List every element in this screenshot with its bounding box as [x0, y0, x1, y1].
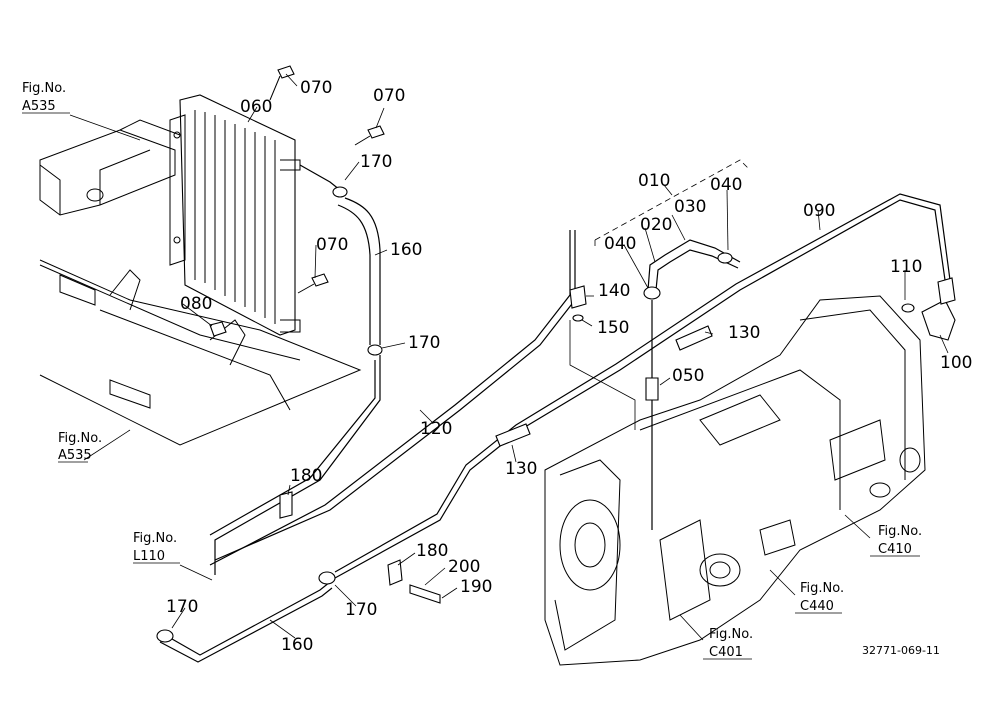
fig-ref-a535-bottom: Fig.No. A535: [58, 431, 102, 463]
part-label-070: 070: [316, 235, 348, 255]
clamp-180-lower: [387, 559, 403, 586]
part-label-140: 140: [598, 281, 630, 301]
sleeve-130-left: [495, 423, 531, 447]
bolt-190: [409, 584, 441, 604]
hose-030: [643, 239, 741, 300]
part-label-170: 170: [360, 152, 392, 172]
part-label-160: 160: [281, 635, 313, 655]
fig-ref-line: Fig.No.: [22, 81, 66, 96]
part-label-010: 010: [638, 171, 670, 191]
leader-lines: [69, 73, 949, 641]
figure-references: Fig.No. A535 Fig.No. A535 Fig.No. L110 F…: [22, 81, 922, 660]
bolt-070-low: [297, 273, 329, 294]
part-label-130: 130: [728, 323, 760, 343]
fig-ref-a535-top: Fig.No. A535: [22, 81, 70, 114]
part-label-100: 100: [940, 353, 972, 373]
part-label-190: 190: [460, 577, 492, 597]
fig-ref-line: Fig.No.: [133, 531, 177, 546]
fig-ref-code: C440: [800, 599, 834, 614]
part-label-160: 160: [390, 240, 422, 260]
bolt-070-mid: [354, 125, 385, 146]
fig-ref-code: C401: [709, 645, 743, 660]
part-label-180: 180: [416, 541, 448, 561]
fig-ref-c410: Fig.No. C410: [870, 524, 922, 557]
part-label-110: 110: [890, 257, 922, 277]
drawing-id: 32771-069-11: [862, 644, 940, 657]
hose-160-lower: [156, 571, 336, 663]
assembly-010-outline: [594, 159, 751, 250]
part-label-040: 040: [710, 175, 742, 195]
fig-ref-c401: Fig.No. C401: [703, 627, 753, 660]
part-label-130: 130: [505, 459, 537, 479]
part-label-080: 080: [180, 294, 212, 314]
pipe-090: [334, 193, 951, 579]
part-label-150: 150: [597, 318, 629, 338]
fig-ref-code: A535: [58, 448, 92, 463]
connector-140: [569, 285, 587, 322]
hose-160-upper: [299, 164, 383, 356]
part-label-040: 040: [604, 234, 636, 254]
frame-bracket-top: [39, 119, 181, 216]
fig-ref-c440: Fig.No. C440: [795, 581, 844, 614]
fig-ref-l110: Fig.No. L110: [133, 531, 180, 564]
bolt-070-top: [269, 65, 295, 101]
part-label-200: 200: [448, 557, 480, 577]
fig-ref-line: Fig.No.: [58, 431, 102, 446]
part-label-060: 060: [240, 97, 272, 117]
part-label-170: 170: [408, 333, 440, 353]
part-labels: 070 070 060 170 160 070 080 170 120 180 …: [166, 78, 972, 655]
part-label-170: 170: [345, 600, 377, 620]
part-label-030: 030: [674, 197, 706, 217]
part-label-170: 170: [166, 597, 198, 617]
fig-ref-line: Fig.No.: [709, 627, 753, 642]
part-label-090: 090: [803, 201, 835, 221]
pipe-050: [645, 300, 659, 530]
fig-ref-code: A535: [22, 99, 56, 114]
elbow-100: [901, 277, 956, 341]
sleeve-130-right: [675, 325, 713, 351]
part-label-120: 120: [420, 419, 452, 439]
fig-ref-line: Fig.No.: [878, 524, 922, 539]
clamp-180-upper: [279, 491, 293, 519]
part-label-050: 050: [672, 366, 704, 386]
fig-ref-code: L110: [133, 549, 165, 564]
fig-ref-line: Fig.No.: [800, 581, 844, 596]
part-label-020: 020: [640, 215, 672, 235]
part-label-070: 070: [373, 86, 405, 106]
fig-ref-code: C410: [878, 542, 912, 557]
transmission-housing: [544, 295, 926, 666]
part-label-180: 180: [290, 466, 322, 486]
nut-080: [209, 321, 227, 337]
part-label-070: 070: [300, 78, 332, 98]
